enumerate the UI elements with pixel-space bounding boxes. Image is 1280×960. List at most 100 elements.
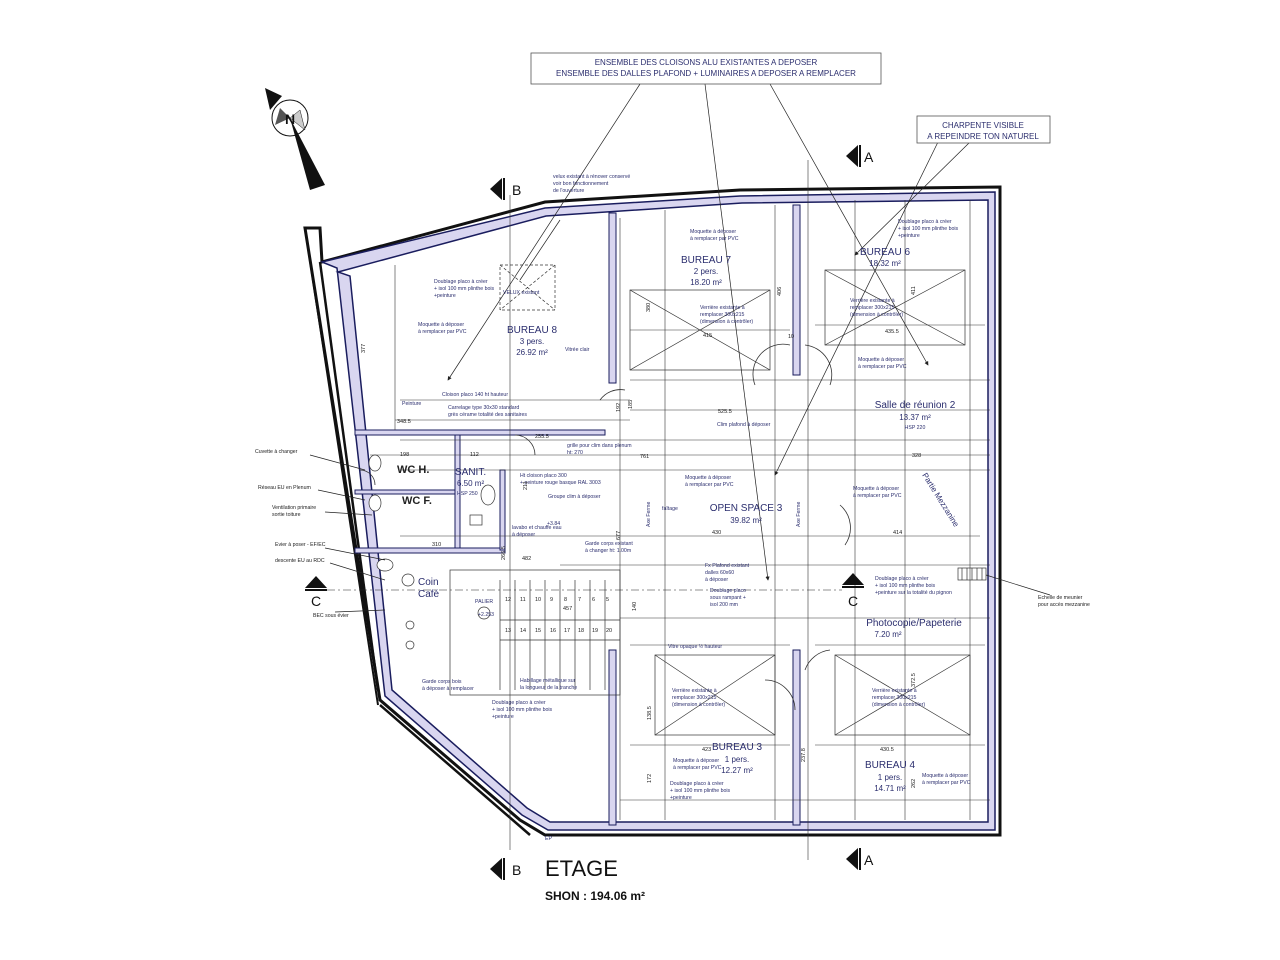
note-clim-plafond: Clim plafond à déposer: [717, 422, 771, 428]
dim-label: 482: [522, 556, 531, 562]
note-moquette-b8b: à remplacer par PVC: [418, 329, 467, 335]
dim-label: 414: [893, 530, 902, 536]
dim-label: 525.5: [718, 409, 732, 415]
header-note-box: ENSEMBLE DES CLOISONS ALU EXISTANTES A D…: [530, 52, 882, 85]
note-faitage: faîtage: [662, 506, 678, 512]
dimensions: 348.5 377 380 415 406 411 435.5 525.5 76…: [361, 286, 921, 788]
note-verriere-b6c: (dimension à contrôler): [850, 312, 903, 318]
note-moquette-b4: Moquette à déposer: [922, 773, 968, 779]
note-lavabo: lavabo et chauffe eau: [512, 525, 562, 531]
note-verriere-b6b: remplacer 300x215: [850, 305, 895, 311]
note-cuvette: Cuvette à changer: [255, 449, 298, 455]
note-peinture: Peinture: [402, 401, 421, 407]
header-note-line1: ENSEMBLE DES CLOISONS ALU EXISTANTES A D…: [595, 58, 818, 67]
room-sanit-area: 6.50 m²: [457, 479, 484, 488]
charpente-line2: A REPEINDRE TON NATUREL: [927, 132, 1039, 141]
dim-label: 138.5: [647, 706, 653, 720]
dim-label: 211: [523, 481, 529, 490]
stair-step: 18: [578, 628, 584, 634]
note-moquette-os: Moquette à déposer: [685, 475, 731, 481]
note-fx-plafond3: à déposer: [705, 577, 728, 583]
note-moquette-b3: Moquette à déposer: [673, 758, 719, 764]
note-moquette-b6: Moquette à déposer: [858, 357, 904, 363]
stair-step: 13: [505, 628, 511, 634]
note-fx-plafond: Fx Plafond existant: [705, 563, 750, 569]
note-grille: grille pour clim dans plenum: [567, 443, 632, 449]
leader-lines: [309, 83, 1051, 613]
note-moquette-b6b: à remplacer par PVC: [858, 364, 907, 370]
dim-label: 380: [646, 303, 652, 312]
note-moquette-b4b: à remplacer par PVC: [922, 780, 971, 786]
note-doublage-b8: Doublage placo à créer: [434, 279, 488, 285]
dim-label: 457: [563, 606, 572, 612]
room-bureau4-name: BUREAU 4: [865, 760, 915, 771]
dim-label: 430: [712, 530, 721, 536]
charpente-line1: CHARPENTE VISIBLE: [942, 121, 1024, 130]
note-lavabo2: à déposer: [512, 532, 535, 538]
note-velux3: de l'ouverture: [553, 188, 584, 194]
room-bureau7-area: 18.20 m²: [690, 278, 722, 287]
dim-label: 372.5: [911, 673, 917, 687]
note-doublage-b8c: +peinture: [434, 293, 456, 299]
note-vitre-opaque: Vitre opaque ½ hauteur: [668, 643, 722, 650]
dim-label: 266.5: [501, 546, 507, 560]
note-fx-plafond5: sous rampant +: [710, 595, 746, 601]
room-sanit-name: SANIT.: [455, 467, 486, 478]
interior-walls: [354, 204, 801, 826]
room-reunion2-hsp: HSP 220: [905, 425, 926, 431]
note-habillage2: la longueur de la tranche: [520, 685, 577, 691]
stair-step: 20: [606, 628, 612, 634]
dim-label: 112: [470, 452, 479, 458]
section-b-top: B: [512, 182, 521, 198]
echelle: [957, 567, 987, 581]
note-ep: EP: [545, 836, 552, 842]
stair-step: 10: [535, 597, 541, 603]
room-bureau4-area: 14.71 m²: [874, 784, 906, 793]
note-verriere-b7b: remplacer 300x215: [700, 312, 745, 318]
note-doublage-cc2: + isol 100 mm plinthe bois: [492, 707, 553, 713]
section-a-bottom: A: [864, 852, 874, 868]
doors: [359, 343, 851, 711]
dim-label: 172: [647, 774, 653, 783]
note-velux2: voir bon fonctionnement: [553, 181, 609, 187]
note-moquette-b7: Moquette à déposer: [690, 229, 736, 235]
note-verriere-b4: Verrière existante à: [872, 688, 917, 694]
note-grille2: ht: 270: [567, 450, 583, 456]
note-cloison140: Cloison placo 140 ht hauteur: [442, 392, 508, 398]
note-garde-corps2: à changer ht: 1.00m: [585, 548, 631, 554]
room-bureau3-pers: 1 pers.: [725, 755, 749, 764]
sanitary-fixtures: [368, 454, 496, 650]
note-garde-bois2: à déposer à remplacer: [422, 686, 474, 692]
room-coin-line1: Coin: [418, 577, 439, 588]
stair-step: 8: [564, 597, 567, 603]
section-c-left: C: [311, 593, 321, 609]
note-echelle2: pour accès mezzanine: [1038, 602, 1090, 608]
note-moquette-r2: Moquette à déposer: [853, 486, 899, 492]
note-carrelage: Carrelage type 30x30 standard: [448, 405, 519, 411]
room-bureau3-area: 12.27 m²: [721, 766, 753, 775]
stair-step: 9: [550, 597, 553, 603]
room-reunion2-area: 13.37 m²: [899, 413, 931, 422]
note-htcloison: Ht cloison placo 300: [520, 473, 567, 479]
dim-label: 328: [912, 453, 921, 459]
note-moquette-r2b: à remplacer par PVC: [853, 493, 902, 499]
note-verriere-b6: Verrière existante à: [850, 298, 895, 304]
dim-label: 255.5: [535, 434, 549, 440]
room-bureau8-name: BUREAU 8: [507, 325, 557, 336]
dim-label: 192: [616, 403, 622, 412]
note-vitree: Vitrée clair: [565, 347, 590, 353]
level-marker-1: +3.84: [547, 521, 560, 527]
section-b-bottom: B: [512, 862, 521, 878]
stair-numbers: 12 11 10 9 8 7 6 5 13 14 15 16 17 18 19 …: [505, 597, 612, 634]
note-moquette-b7b: à remplacer par PVC: [690, 236, 739, 242]
note-bec: BEC sous évier: [313, 613, 349, 619]
note-velux: velux existant à rénover conservé: [553, 174, 630, 180]
room-bureau4-pers: 1 pers.: [878, 773, 902, 782]
note-habillage: Habillage métallique sur: [520, 678, 576, 684]
note-garde-bois: Garde corps bois: [422, 679, 462, 685]
room-bureau7-pers: 2 pers.: [694, 267, 718, 276]
note-fx-plafond6: isol 200 mm: [710, 602, 738, 608]
dim-label: 198: [400, 452, 409, 458]
note-fx-plafond2: dalles 60x60: [705, 570, 734, 576]
stair-step: 15: [535, 628, 541, 634]
